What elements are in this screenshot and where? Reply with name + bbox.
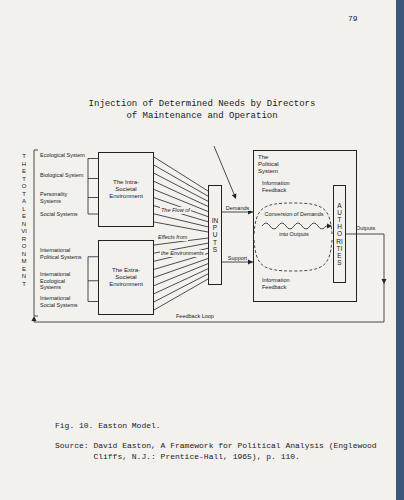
- edge-label: Support: [227, 255, 248, 262]
- flow-label: the Environments: [160, 250, 205, 257]
- feedback-loop-line: [34, 234, 384, 322]
- feedback-arcs: [254, 203, 332, 271]
- output-head: [382, 279, 387, 284]
- system-label: Social Systems: [40, 211, 86, 218]
- conversion-label: Conversion of Demands: [262, 211, 326, 218]
- figure-caption: Fig. 10. Easton Model.: [55, 420, 161, 431]
- injection-arrow: [214, 146, 235, 197]
- feedback-label: Information Feedback: [262, 180, 302, 193]
- connector-line: [154, 222, 208, 232]
- connector-line: [154, 279, 208, 310]
- connector-line: [154, 248, 208, 261]
- node-text: The Intra-Societal Environment: [106, 179, 146, 200]
- political-system-box: The Political SystemAUTHORITIES: [253, 150, 357, 302]
- system-label: Ecological System: [40, 152, 86, 159]
- injection-head: [232, 193, 237, 199]
- connector-line: [154, 214, 208, 227]
- connector-line: [154, 157, 208, 191]
- outputs-label: Outputs: [356, 225, 375, 232]
- system-label: Biological System: [40, 172, 86, 179]
- node-text: AUTHORITIES: [336, 202, 343, 266]
- connector-line: [154, 206, 208, 222]
- extra-bracket: [88, 257, 98, 302]
- book-cover-edge: [396, 0, 404, 500]
- node-text: The Political System: [258, 154, 290, 175]
- connector-line: [154, 173, 208, 201]
- injection-line: [214, 146, 235, 197]
- inputs-box: INPUTS: [208, 185, 222, 285]
- connector-line: [154, 181, 208, 206]
- edge-connector: [154, 157, 208, 232]
- feedback-label: Information Feedback: [262, 277, 302, 290]
- loop-head: [32, 316, 37, 321]
- loop-label: Feedback Loop: [176, 313, 214, 320]
- connector-line: [154, 165, 208, 196]
- connector-line: [154, 274, 208, 302]
- connector-line: [154, 269, 208, 294]
- environment-box: The Intra-Societal Environment: [98, 152, 154, 227]
- conversion-wave: [262, 223, 329, 229]
- system-label: Personality Systems: [40, 191, 86, 204]
- total-bracket: [34, 150, 38, 316]
- dashed-arc: [254, 203, 332, 234]
- connector-line: [154, 264, 208, 286]
- vertical-heading: THE TOTAL ENVIRONMENT: [21, 153, 27, 288]
- source-note: Source: David Easton, A Framework for Po…: [55, 440, 395, 462]
- environment-box: The Extra-Societal Environment: [98, 240, 154, 315]
- figure-title: Injection of Determined Needs by Directo…: [82, 98, 322, 122]
- environment-brackets: [34, 150, 98, 316]
- page-number: 79: [348, 14, 358, 24]
- node-text: INPUTS: [212, 217, 219, 253]
- edge-connector: [154, 238, 208, 310]
- conversion-label: into Outputs: [262, 231, 326, 238]
- dashed-arc: [254, 240, 332, 271]
- intra-bracket: [88, 159, 98, 215]
- node-text: The Extra-Societal Environment: [106, 267, 146, 288]
- flow-label: The Flow of: [160, 207, 191, 214]
- edge-label: Demands: [225, 205, 251, 212]
- system-label: International Political Systems: [40, 247, 86, 260]
- flow-label: Effects from: [157, 234, 188, 241]
- authorities-box: AUTHORITIES: [333, 185, 346, 283]
- wave-head: [327, 224, 332, 229]
- system-label: International Social Systems: [40, 295, 86, 308]
- system-label: International Ecological Systems: [40, 271, 86, 291]
